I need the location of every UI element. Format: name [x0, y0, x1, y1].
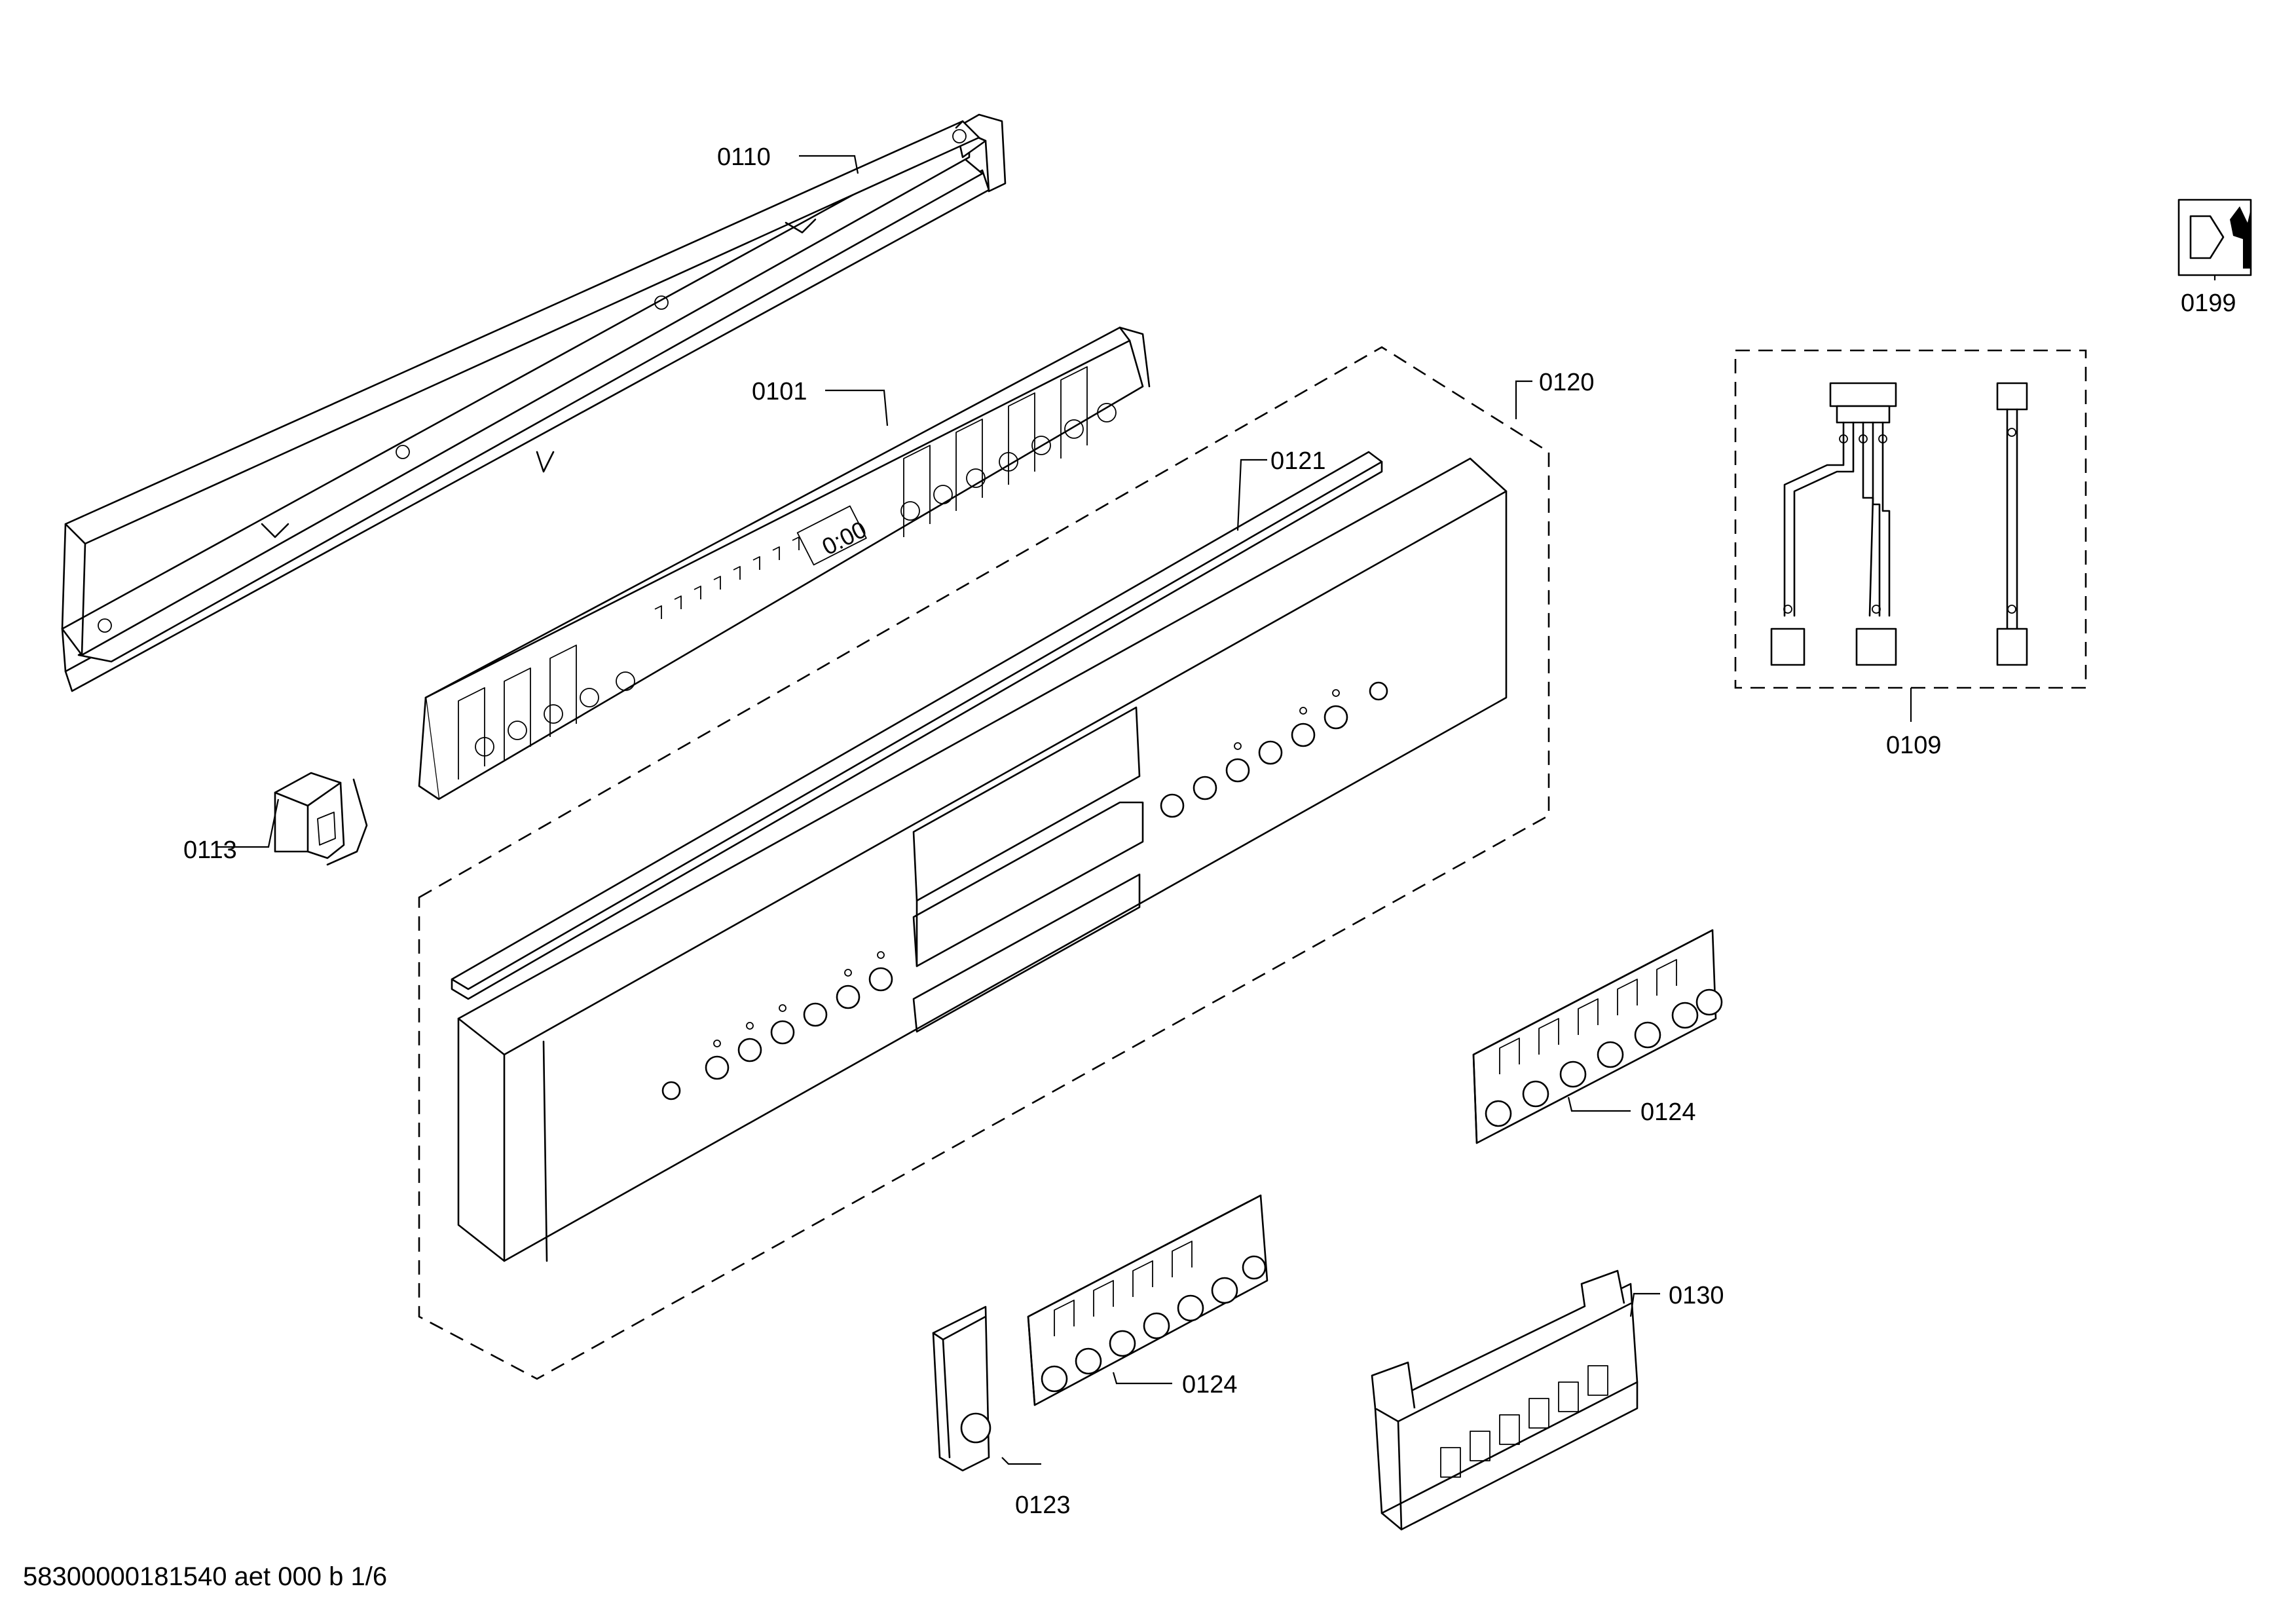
button-carrier-part-0124-upper	[1472, 929, 1723, 1144]
fascia-panel	[457, 457, 1508, 1262]
leader-lines	[216, 155, 2216, 1465]
label-0110: 0110	[717, 143, 771, 171]
label-0124-upper: 0124	[1640, 1098, 1696, 1126]
label-0124-lower: 0124	[1182, 1371, 1238, 1398]
label-0120: 0120	[1539, 369, 1595, 396]
clip-part-0113	[274, 772, 368, 866]
part-labels: 0110 0101 0120 0121 0113 0109 0199 0124 …	[183, 143, 2236, 1519]
label-0130: 0130	[1669, 1282, 1724, 1309]
switch-holder-part-0130	[1371, 1269, 1639, 1531]
label-0121: 0121	[1270, 447, 1326, 475]
rail-part-0110	[61, 113, 1007, 692]
button-holder-part-0123	[932, 1305, 991, 1472]
wiring-harness-part-0109	[1734, 349, 2087, 689]
control-module-part-0101: 0:00	[418, 326, 1151, 800]
label-0101: 0101	[752, 378, 807, 405]
button-carrier-part-0124-lower	[1027, 1194, 1268, 1406]
label-0199: 0199	[2181, 290, 2236, 317]
label-0109: 0109	[1886, 732, 1942, 759]
document-reference-footer: 58300000181540 aet 000 b 1/6	[23, 1562, 387, 1591]
label-0113: 0113	[183, 836, 237, 864]
group-outline-0120	[418, 346, 1550, 1380]
service-wrench-icon	[2177, 198, 2252, 276]
trim-strip-part-0121	[451, 451, 1383, 1000]
label-0123: 0123	[1015, 1492, 1071, 1519]
